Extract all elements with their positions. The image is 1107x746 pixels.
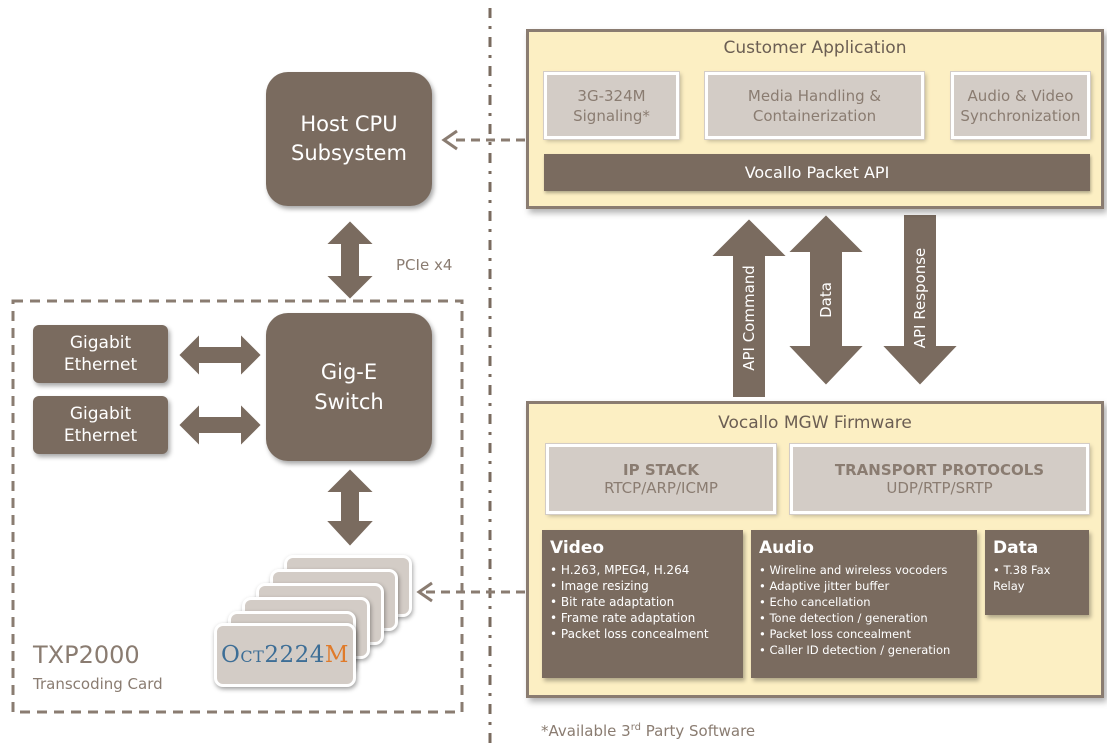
ethernet-box-2: Gigabit Ethernet [33,396,168,454]
firmware-title: Vocallo MGW Firmware [718,413,912,433]
av-sync-module: Audio & Video Synchronization [951,72,1090,139]
dashed-arrow-dsp-head [416,581,433,603]
list-item: T.38 Fax Relay [993,562,1081,594]
data-arrow [784,212,868,388]
host-cpu-label: Host CPU Subsystem [291,112,407,165]
card-subtitle: Transcoding Card [33,675,163,693]
audio-title: Audio [759,538,814,558]
footnote-post: Party Software [641,722,756,740]
api-command-label: API Command [740,265,758,371]
audio-list: Wireline and wireless vocoders Adaptive … [759,562,969,658]
list-item: Packet loss concealment [550,626,735,642]
eth1-double-arrow [176,330,264,380]
signaling-label: 3G-324M Signaling* [573,86,650,125]
dsp-chip-stack: Oct2224M [214,555,424,690]
list-item: Bit rate adaptation [550,594,735,610]
ip-stack-sub: RTCP/ARP/ICMP [604,479,718,497]
list-item: Caller ID detection / generation [759,642,969,658]
api-response-label: API Response [911,247,929,349]
transport-title: TRANSPORT PROTOCOLS [834,461,1045,479]
transport-box: TRANSPORT PROTOCOLS UDP/RTP/SRTP [790,444,1089,514]
switch-dsp-double-arrow [322,466,378,549]
oct-logo: Oct2224M [221,642,349,668]
list-item: Echo cancellation [759,594,969,610]
api-response-arrow [878,213,962,388]
ethernet-box-1: Gigabit Ethernet [33,325,168,383]
data-title: Data [993,538,1039,558]
card-title: TXP2000 [33,641,140,669]
footnote: *Available 3rd Party Software [541,722,755,740]
firmware-box: Vocallo MGW Firmware IP STACK RTCP/ARP/I… [526,401,1104,698]
list-item: Packet loss concealment [759,626,969,642]
data-list: T.38 Fax Relay [993,562,1081,594]
video-features-box: Video H.263, MPEG4, H.264 Image resizing… [542,530,743,678]
data-features-box: Data T.38 Fax Relay [985,530,1089,615]
data-label: Data [817,282,835,318]
transport-sub: UDP/RTP/SRTP [886,479,993,497]
footnote-pre: *Available 3 [541,722,631,740]
oct-logo-prefix: Oct [221,642,265,668]
customer-application-title: Customer Application [723,38,907,58]
dashed-arrow-host-head [441,129,458,151]
customer-application-box: Customer Application 3G-324M Signaling* … [526,29,1104,209]
list-item: H.263, MPEG4, H.264 [550,562,735,578]
packet-api-bar: Vocallo Packet API [544,154,1090,191]
oct-logo-suffix: M [324,642,349,668]
oct-logo-number: 2224 [264,642,325,668]
list-item: Image resizing [550,578,735,594]
list-item: Frame rate adaptation [550,610,735,626]
list-item: Tone detection / generation [759,610,969,626]
footnote-sup: rd [630,722,642,733]
av-sync-label: Audio & Video Synchronization [960,86,1081,125]
card-border [11,299,464,714]
pcie-label: PCIe x4 [396,256,453,274]
media-handling-module: Media Handling & Containerization [705,72,924,139]
oct-chip-front: Oct2224M [214,623,356,687]
list-item: Wireline and wireless vocoders [759,562,969,578]
ethernet-label: Gigabit Ethernet [63,404,138,446]
gige-switch-box: Gig-E Switch [266,313,432,461]
signaling-module: 3G-324M Signaling* [544,72,679,139]
ethernet-label: Gigabit Ethernet [63,333,138,375]
media-handling-label: Media Handling & Containerization [747,86,882,125]
ip-stack-title: IP STACK [623,461,699,479]
video-title: Video [550,538,605,558]
list-item: Adaptive jitter buffer [759,578,969,594]
audio-features-box: Audio Wireline and wireless vocoders Ada… [751,530,977,678]
eth2-double-arrow [176,400,264,450]
gige-switch-label: Gig-E Switch [314,360,384,414]
packet-api-label: Vocallo Packet API [744,163,890,182]
host-cpu-box: Host CPU Subsystem [266,72,432,206]
video-list: H.263, MPEG4, H.264 Image resizing Bit r… [550,562,735,642]
pcie-double-arrow [322,218,378,302]
ip-stack-box: IP STACK RTCP/ARP/ICMP [546,444,776,514]
api-command-arrow [707,216,791,399]
